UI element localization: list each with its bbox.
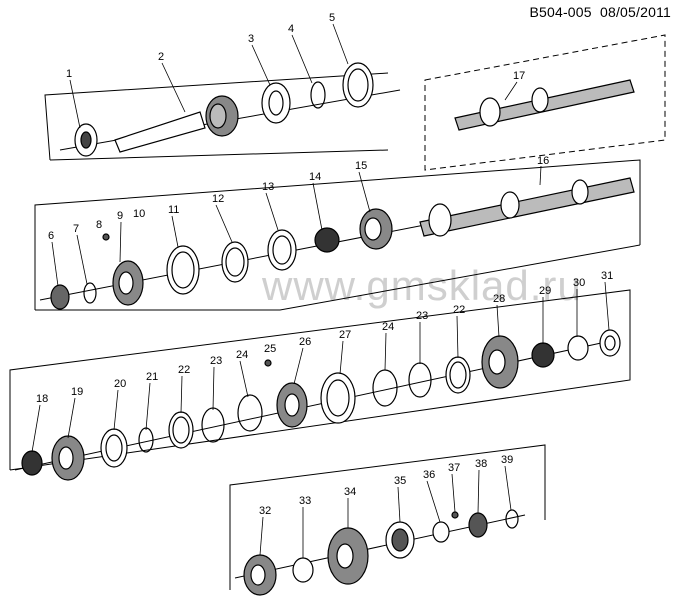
part-1-bearing bbox=[74, 123, 98, 157]
callout-9: 9 bbox=[117, 210, 123, 222]
part-28-gear bbox=[481, 335, 519, 389]
watermark: www.gmsklad.ru bbox=[262, 262, 582, 309]
part-31-bearing bbox=[599, 329, 621, 357]
part-38-bearing bbox=[468, 512, 488, 538]
part-12-synchro-ring bbox=[221, 241, 249, 283]
callout-2: 2 bbox=[158, 51, 164, 63]
callout-34: 34 bbox=[344, 486, 356, 498]
part-24-ring-lower bbox=[237, 394, 263, 432]
part-23-ring-upper bbox=[408, 362, 432, 398]
callout-1: 1 bbox=[66, 68, 72, 80]
diagram-header: B504-005 08/05/2011 bbox=[529, 4, 671, 20]
part-10-gear bbox=[112, 260, 144, 306]
part-18-bearing bbox=[21, 450, 43, 476]
part-2-input-shaft bbox=[114, 95, 239, 153]
callout-33: 33 bbox=[299, 495, 311, 507]
part-5-synchro-ring bbox=[342, 62, 374, 108]
part-19-gear bbox=[51, 435, 85, 481]
panel-1-bottom bbox=[49, 149, 389, 161]
callout-27: 27 bbox=[339, 329, 351, 341]
axis-lines bbox=[14, 89, 616, 579]
part-30-spacer bbox=[567, 335, 589, 361]
part-34-gear bbox=[327, 527, 369, 585]
panel-outlines bbox=[9, 34, 666, 590]
callout-8: 8 bbox=[96, 219, 102, 231]
callout-16: 16 bbox=[537, 155, 549, 167]
callout-20: 20 bbox=[114, 378, 126, 390]
part-11-sleeve bbox=[166, 245, 200, 295]
part-7-snap-ring bbox=[83, 282, 97, 304]
parts bbox=[21, 62, 635, 596]
callout-37: 37 bbox=[448, 462, 460, 474]
callout-18: 18 bbox=[36, 393, 48, 405]
callout-24: 24 bbox=[236, 349, 248, 361]
callout-39: 39 bbox=[501, 454, 513, 466]
callout-5: 5 bbox=[329, 12, 335, 24]
callout-10: 10 bbox=[133, 208, 145, 220]
callout-22: 22 bbox=[453, 304, 465, 316]
callout-28: 28 bbox=[493, 293, 505, 305]
callout-35: 35 bbox=[394, 475, 406, 487]
callout-19: 19 bbox=[71, 386, 83, 398]
diagram-code: B504-005 bbox=[529, 4, 592, 20]
part-27-sleeve bbox=[320, 372, 356, 424]
callout-11: 11 bbox=[168, 204, 179, 216]
diagram-date: 08/05/2011 bbox=[599, 4, 671, 20]
callout-31: 31 bbox=[601, 270, 613, 282]
part-8-ball bbox=[102, 233, 110, 241]
part-26-hub bbox=[276, 382, 308, 428]
panel-2-bottom bbox=[35, 244, 641, 311]
leader-lines bbox=[31, 23, 610, 558]
callout-21: 21 bbox=[146, 371, 158, 383]
callout-7: 7 bbox=[73, 223, 79, 235]
part-3-washer bbox=[261, 82, 291, 124]
part-32-gear bbox=[243, 554, 277, 596]
callout-12: 12 bbox=[212, 193, 224, 205]
panel-17-dashed-outline bbox=[424, 34, 666, 171]
callout-30: 30 bbox=[573, 277, 585, 289]
part-16-main-shaft bbox=[419, 177, 635, 237]
callout-36: 36 bbox=[423, 469, 435, 481]
part-33-spacer bbox=[292, 557, 314, 583]
part-39-snap-ring bbox=[505, 509, 519, 529]
part-17-output-shaft bbox=[454, 79, 635, 131]
callout-13: 13 bbox=[262, 181, 274, 193]
part-37-ball bbox=[451, 511, 459, 519]
callout-38: 38 bbox=[475, 458, 487, 470]
part-4-snap-ring bbox=[310, 81, 326, 109]
callout-15: 15 bbox=[355, 160, 367, 172]
callout-26: 26 bbox=[299, 336, 311, 348]
part-22-synchro-ring-upper bbox=[445, 356, 471, 394]
callout-14: 14 bbox=[309, 171, 321, 183]
part-35-bearing bbox=[385, 521, 415, 559]
panel-2-outline bbox=[34, 159, 641, 310]
part-13-cone bbox=[267, 229, 297, 271]
callout-22: 22 bbox=[178, 364, 190, 376]
part-14-needle-bearing bbox=[314, 227, 340, 253]
part-29-needle-bearing bbox=[531, 342, 555, 368]
part-20-cone bbox=[100, 428, 128, 468]
part-36-nut bbox=[432, 521, 450, 543]
part-25-ball bbox=[264, 359, 272, 367]
panel-1-outline bbox=[44, 72, 389, 161]
part-15-gear bbox=[359, 208, 393, 250]
part-22-synchro-ring-lower bbox=[168, 411, 194, 449]
panel-3-outline bbox=[9, 289, 631, 471]
callout-29: 29 bbox=[539, 285, 551, 297]
panel-4-outline bbox=[229, 444, 546, 590]
callout-23: 23 bbox=[210, 355, 222, 367]
callout-3: 3 bbox=[248, 33, 254, 45]
callout-24: 24 bbox=[382, 321, 394, 333]
callout-17: 17 bbox=[513, 70, 525, 82]
part-21-snap-ring bbox=[138, 427, 154, 453]
callout-6: 6 bbox=[48, 230, 54, 242]
callout-32: 32 bbox=[259, 505, 271, 517]
part-6-bearing bbox=[50, 284, 70, 310]
callout-25: 25 bbox=[264, 343, 276, 355]
callout-23: 23 bbox=[416, 310, 428, 322]
callout-4: 4 bbox=[288, 23, 294, 35]
